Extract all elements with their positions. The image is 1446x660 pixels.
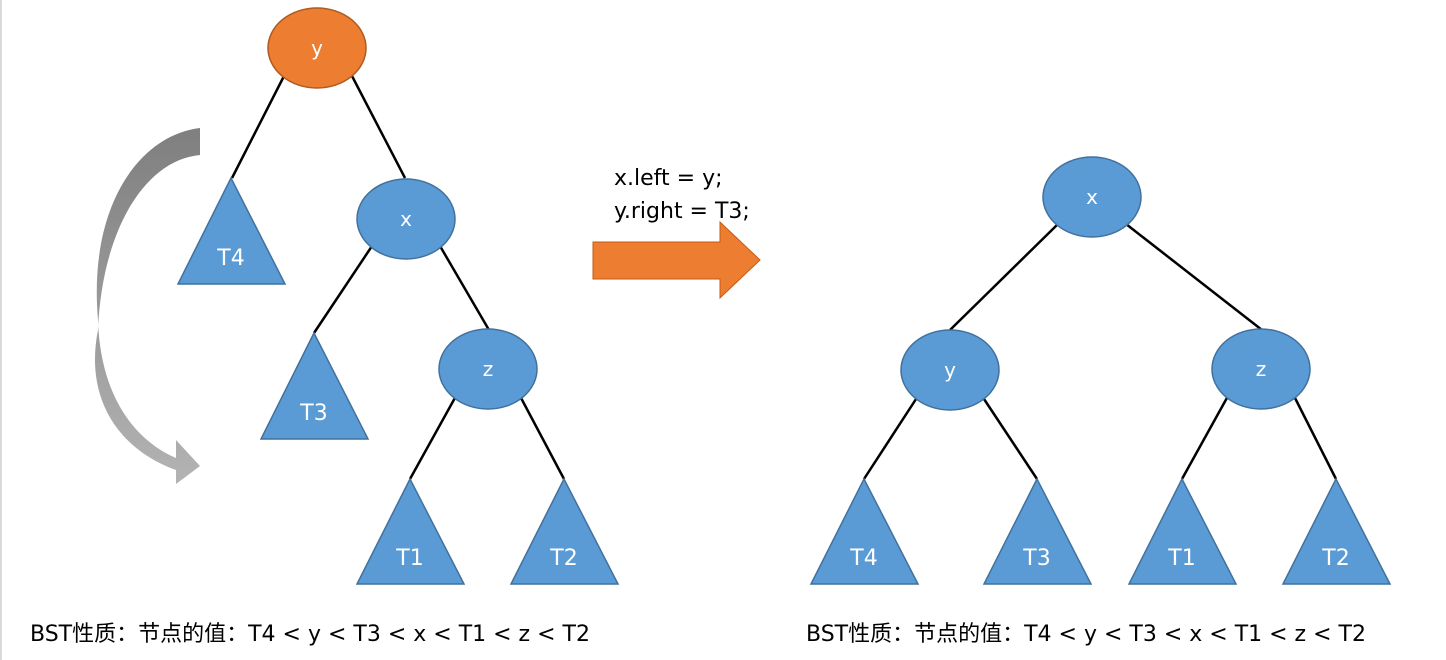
subtree-t4 — [809, 477, 920, 585]
edge-x-y — [949, 223, 1059, 331]
subtree-t2 — [1281, 477, 1392, 585]
subtree-t4-label: T4 — [216, 246, 244, 271]
node-x-label: x — [400, 207, 412, 231]
edge-y-x — [350, 75, 407, 179]
edge-x-z — [1125, 223, 1263, 331]
subtree-t3-label: T3 — [299, 401, 327, 426]
node-z-label: z — [1256, 357, 1267, 381]
edge-y-t4 — [230, 75, 286, 179]
before-caption: BST性质：节点的值：T4 < y < T3 < x < T1 < z < T2 — [30, 622, 590, 647]
subtree-t4-label: T4 — [849, 546, 877, 571]
edge-z-t2 — [1292, 395, 1338, 480]
node-y-label: y — [311, 36, 323, 60]
subtree-t1 — [1127, 477, 1238, 585]
transform-arrow-icon — [592, 220, 761, 300]
rotate-left-arrow-icon — [94, 128, 200, 484]
node-x-label: x — [1086, 185, 1098, 209]
edge-z-t2 — [518, 395, 566, 480]
node-x — [1042, 156, 1142, 238]
node-z — [1211, 328, 1311, 410]
node-x — [356, 178, 456, 260]
node-z-label: z — [483, 357, 494, 381]
subtree-t2-label: T2 — [1321, 546, 1349, 571]
edge-z-t1 — [408, 395, 458, 480]
edge-z-t1 — [1180, 395, 1230, 480]
edge-x-z — [438, 245, 491, 331]
edge-y-t4 — [862, 395, 920, 480]
after-tree: x y z T4 T3 T1 T2 BST性质：节点的值：T4 < y < T3… — [806, 156, 1392, 647]
edge-x-t3 — [312, 245, 374, 334]
node-y-label: y — [944, 358, 956, 382]
subtree-t3 — [982, 477, 1093, 585]
after-caption: BST性质：节点的值：T4 < y < T3 < x < T1 < z < T2 — [806, 622, 1366, 647]
subtree-t3-label: T3 — [1022, 546, 1050, 571]
subtree-t1-label: T1 — [395, 546, 423, 571]
node-y — [900, 329, 1000, 411]
edge-y-t3 — [980, 395, 1039, 480]
before-tree: y x z T4 T3 T1 T2 BST性质：节点的值：T4 < y < T3… — [30, 7, 620, 647]
subtree-t1-label: T1 — [1167, 546, 1195, 571]
node-z — [438, 328, 538, 410]
subtree-t2-label: T2 — [549, 546, 577, 571]
node-y — [267, 7, 367, 89]
subtree-t3 — [259, 331, 370, 440]
rotation-operation: x.left = y; y.right = T3; — [592, 166, 761, 300]
subtree-t1 — [355, 477, 466, 585]
subtree-t4 — [176, 176, 287, 285]
code-line-1: x.left = y; — [614, 166, 723, 191]
subtree-t2 — [509, 477, 620, 585]
code-line-2: y.right = T3; — [614, 199, 750, 224]
